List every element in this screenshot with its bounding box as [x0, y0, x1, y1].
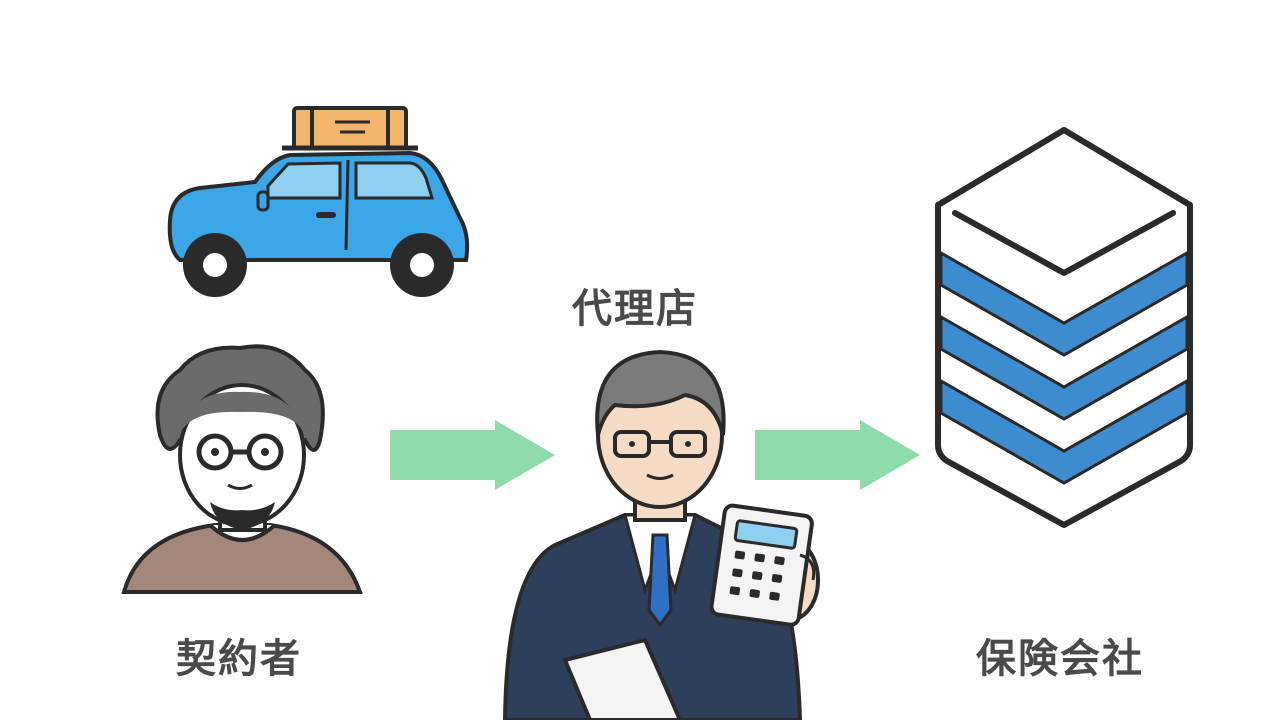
- insurer-icon: [935, 127, 1193, 528]
- car-icon: [167, 106, 470, 297]
- right-arrow-icon: [390, 420, 555, 490]
- contractor-label: 契約者: [176, 636, 302, 682]
- insurer-label: 保険会社: [976, 636, 1144, 682]
- agency-label: 代理店: [572, 286, 698, 332]
- agency-icon: [502, 349, 820, 720]
- right-arrow-icon: [755, 420, 920, 490]
- contractor-icon: [121, 344, 363, 594]
